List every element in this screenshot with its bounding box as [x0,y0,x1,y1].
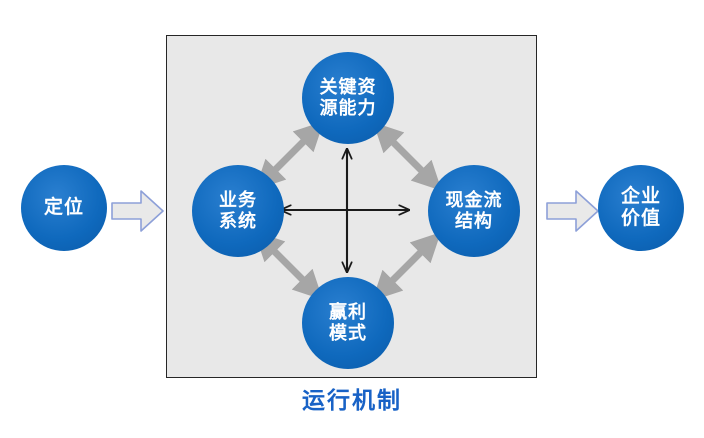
node-business-system[interactable]: 业务 系统 [192,165,284,257]
node-cash-flow-structure[interactable]: 现金流 结构 [428,165,520,257]
flow-arrow-box-to-output [546,190,599,232]
node-profit-model-line-2: 模式 [329,323,367,343]
node-enterprise-value-line-2: 价值 [620,208,661,229]
node-enterprise-value-line-1: 企业 [620,185,661,207]
node-cash-flow-structure-line-1: 现金流 [445,189,503,210]
node-key-resource-capability-line-2: 源能力 [319,98,377,118]
node-profit-model-line-1: 赢利 [329,301,367,322]
node-key-resource-capability-line-1: 关键资 [319,76,377,97]
node-cash-flow-structure-line-2: 结构 [455,211,493,231]
node-key-resource-capability[interactable]: 关键资 源能力 [302,52,394,144]
node-positioning-line-1: 定位 [43,196,84,218]
node-profit-model[interactable]: 赢利 模式 [302,277,394,369]
node-business-system-line-2: 系统 [219,211,257,231]
node-positioning[interactable]: 定位 [21,165,107,251]
diagram-caption: 运行机制 [302,387,402,413]
flow-arrow-input-to-box [111,190,164,232]
node-enterprise-value[interactable]: 企业 价值 [598,165,684,251]
node-business-system-line-1: 业务 [219,189,257,210]
